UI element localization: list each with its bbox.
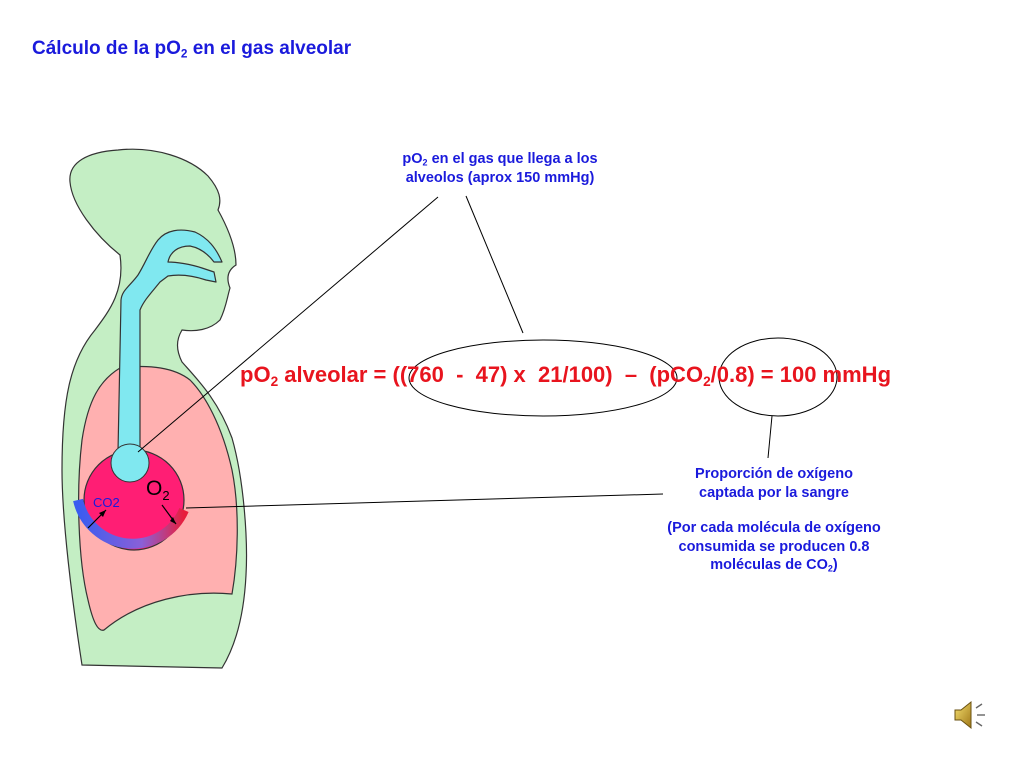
- airway: [117, 229, 223, 453]
- bottom-annotation-line: captada por la sangre: [699, 484, 849, 501]
- connector-line: [137, 196, 439, 453]
- top-annotation-line: alveolos (aprox 150 mmHg): [405, 169, 595, 186]
- bronchiole-end: [110, 443, 150, 483]
- highlight-ellipse: [408, 339, 678, 417]
- highlight-ellipse: [718, 337, 838, 417]
- connector-line: [767, 415, 773, 459]
- bottom-annotation-line: consumida se producen 0.8: [678, 538, 870, 555]
- bottom-annotation-line: (Por cada molécula de oxígeno: [667, 519, 881, 536]
- bottom-annotation: Proporción de oxígeno captada por la san…: [638, 465, 910, 575]
- o2-label: O2: [146, 477, 170, 503]
- alveolar-gas-equation: pO2 alveolar = ((760 - 47) x 21/100) – (…: [240, 362, 892, 390]
- top-annotation: pO2 en el gas que llega a los alveolos (…: [372, 150, 628, 188]
- connector-line: [185, 493, 664, 509]
- co2-label: CO2: [93, 495, 120, 510]
- slide-title: Cálculo de la pO2 en el gas alveolar: [32, 38, 352, 61]
- connector-line: [465, 195, 524, 334]
- bottom-annotation-line: Proporción de oxígeno: [695, 466, 853, 482]
- bottom-annotation-line: moléculas de CO2): [710, 557, 838, 575]
- speaker-icon[interactable]: [952, 698, 988, 732]
- top-annotation-line: pO2 en el gas que llega a los: [402, 151, 598, 168]
- capillary: [73, 498, 189, 549]
